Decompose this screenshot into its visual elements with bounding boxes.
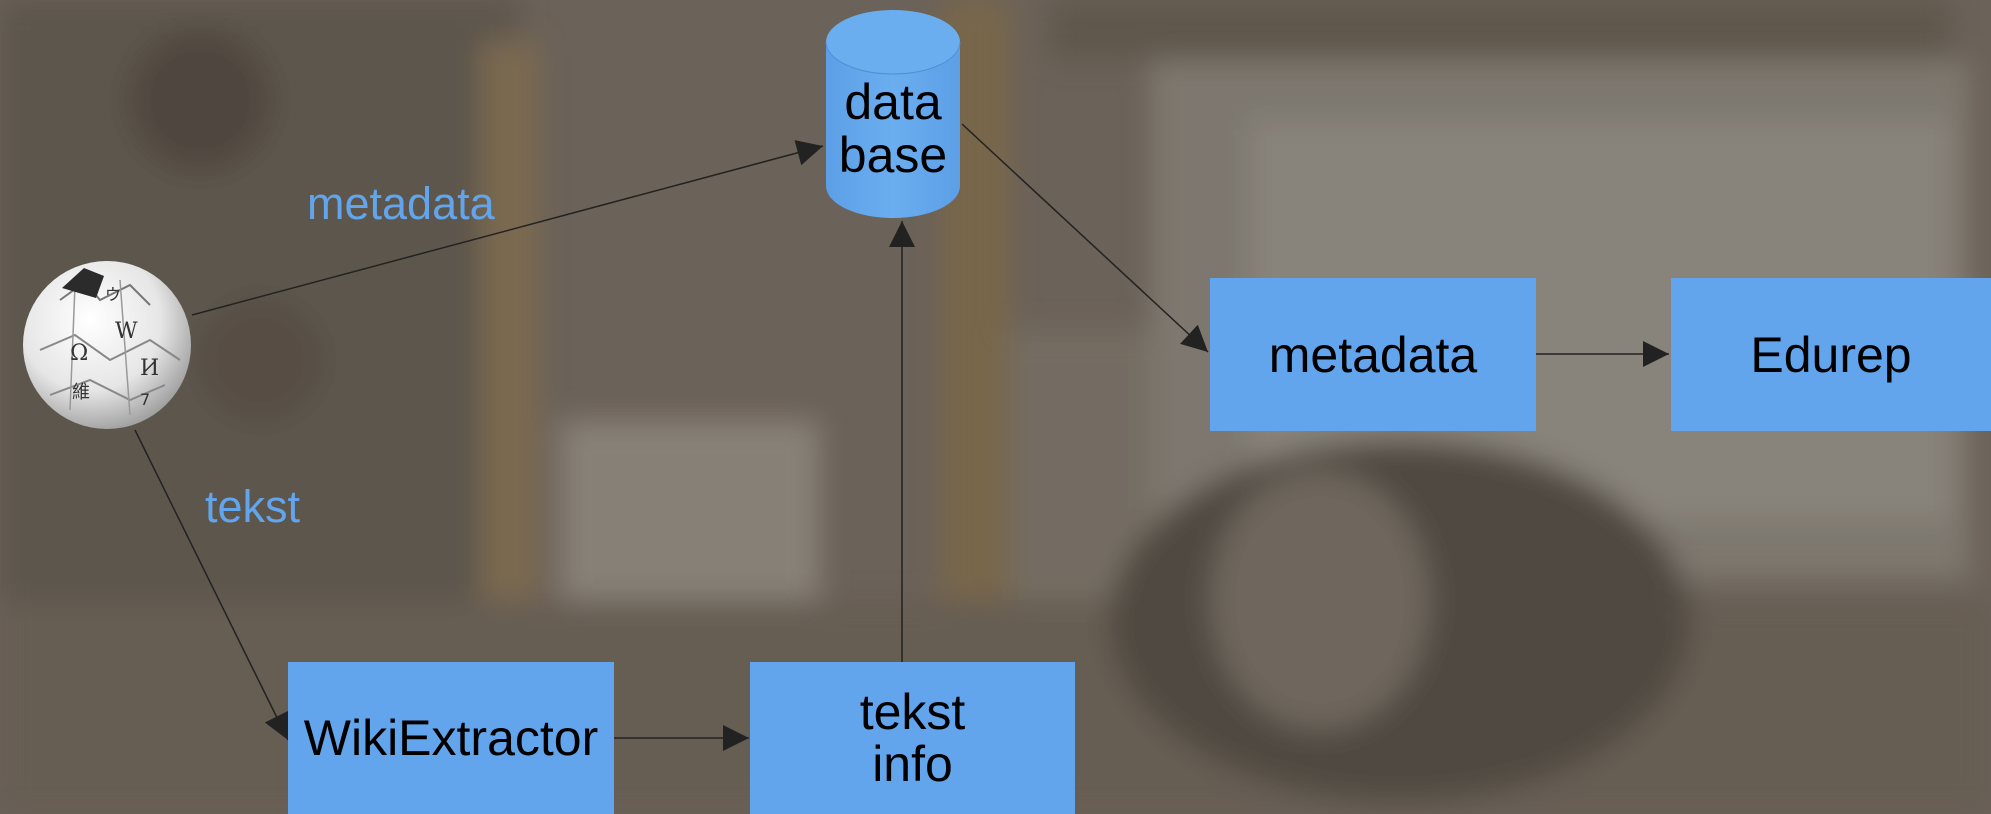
svg-text:И: И xyxy=(140,356,159,381)
tekst-info-label-line1: tekst xyxy=(859,684,966,740)
edurep-node-label: Edurep xyxy=(1750,326,1912,383)
tekst-info-node: tekst info xyxy=(750,662,1075,814)
svg-text:維: 維 xyxy=(72,382,90,403)
svg-text:7: 7 xyxy=(140,390,150,409)
wikiextractor-node-label: WikiExtractor xyxy=(303,710,599,766)
edge-label-tekst: tekst xyxy=(205,481,301,532)
metadata-node-label: metadata xyxy=(1268,326,1478,383)
arrow-wikipedia-to-wikiextractor xyxy=(134,429,289,741)
wikipedia-globe-icon: Ω W И 維 ウ 7 xyxy=(23,261,191,429)
metadata-node: metadata xyxy=(1210,278,1536,431)
wikiextractor-node: WikiExtractor xyxy=(288,662,614,814)
svg-text:Ω: Ω xyxy=(70,341,88,366)
edge-label-metadata: metadata xyxy=(307,178,495,229)
database-label-line1: data xyxy=(844,74,942,130)
database-node: data base xyxy=(826,76,960,182)
database-label-line2: base xyxy=(838,127,948,183)
database-cylinder xyxy=(825,10,961,218)
tekst-info-label-line2: info xyxy=(872,736,953,792)
arrow-database-to-metadata xyxy=(961,123,1209,353)
svg-text:ウ: ウ xyxy=(105,285,121,304)
arrow-wikipedia-to-database xyxy=(191,140,824,316)
edurep-node: Edurep xyxy=(1671,278,1991,431)
svg-text:W: W xyxy=(115,319,138,344)
